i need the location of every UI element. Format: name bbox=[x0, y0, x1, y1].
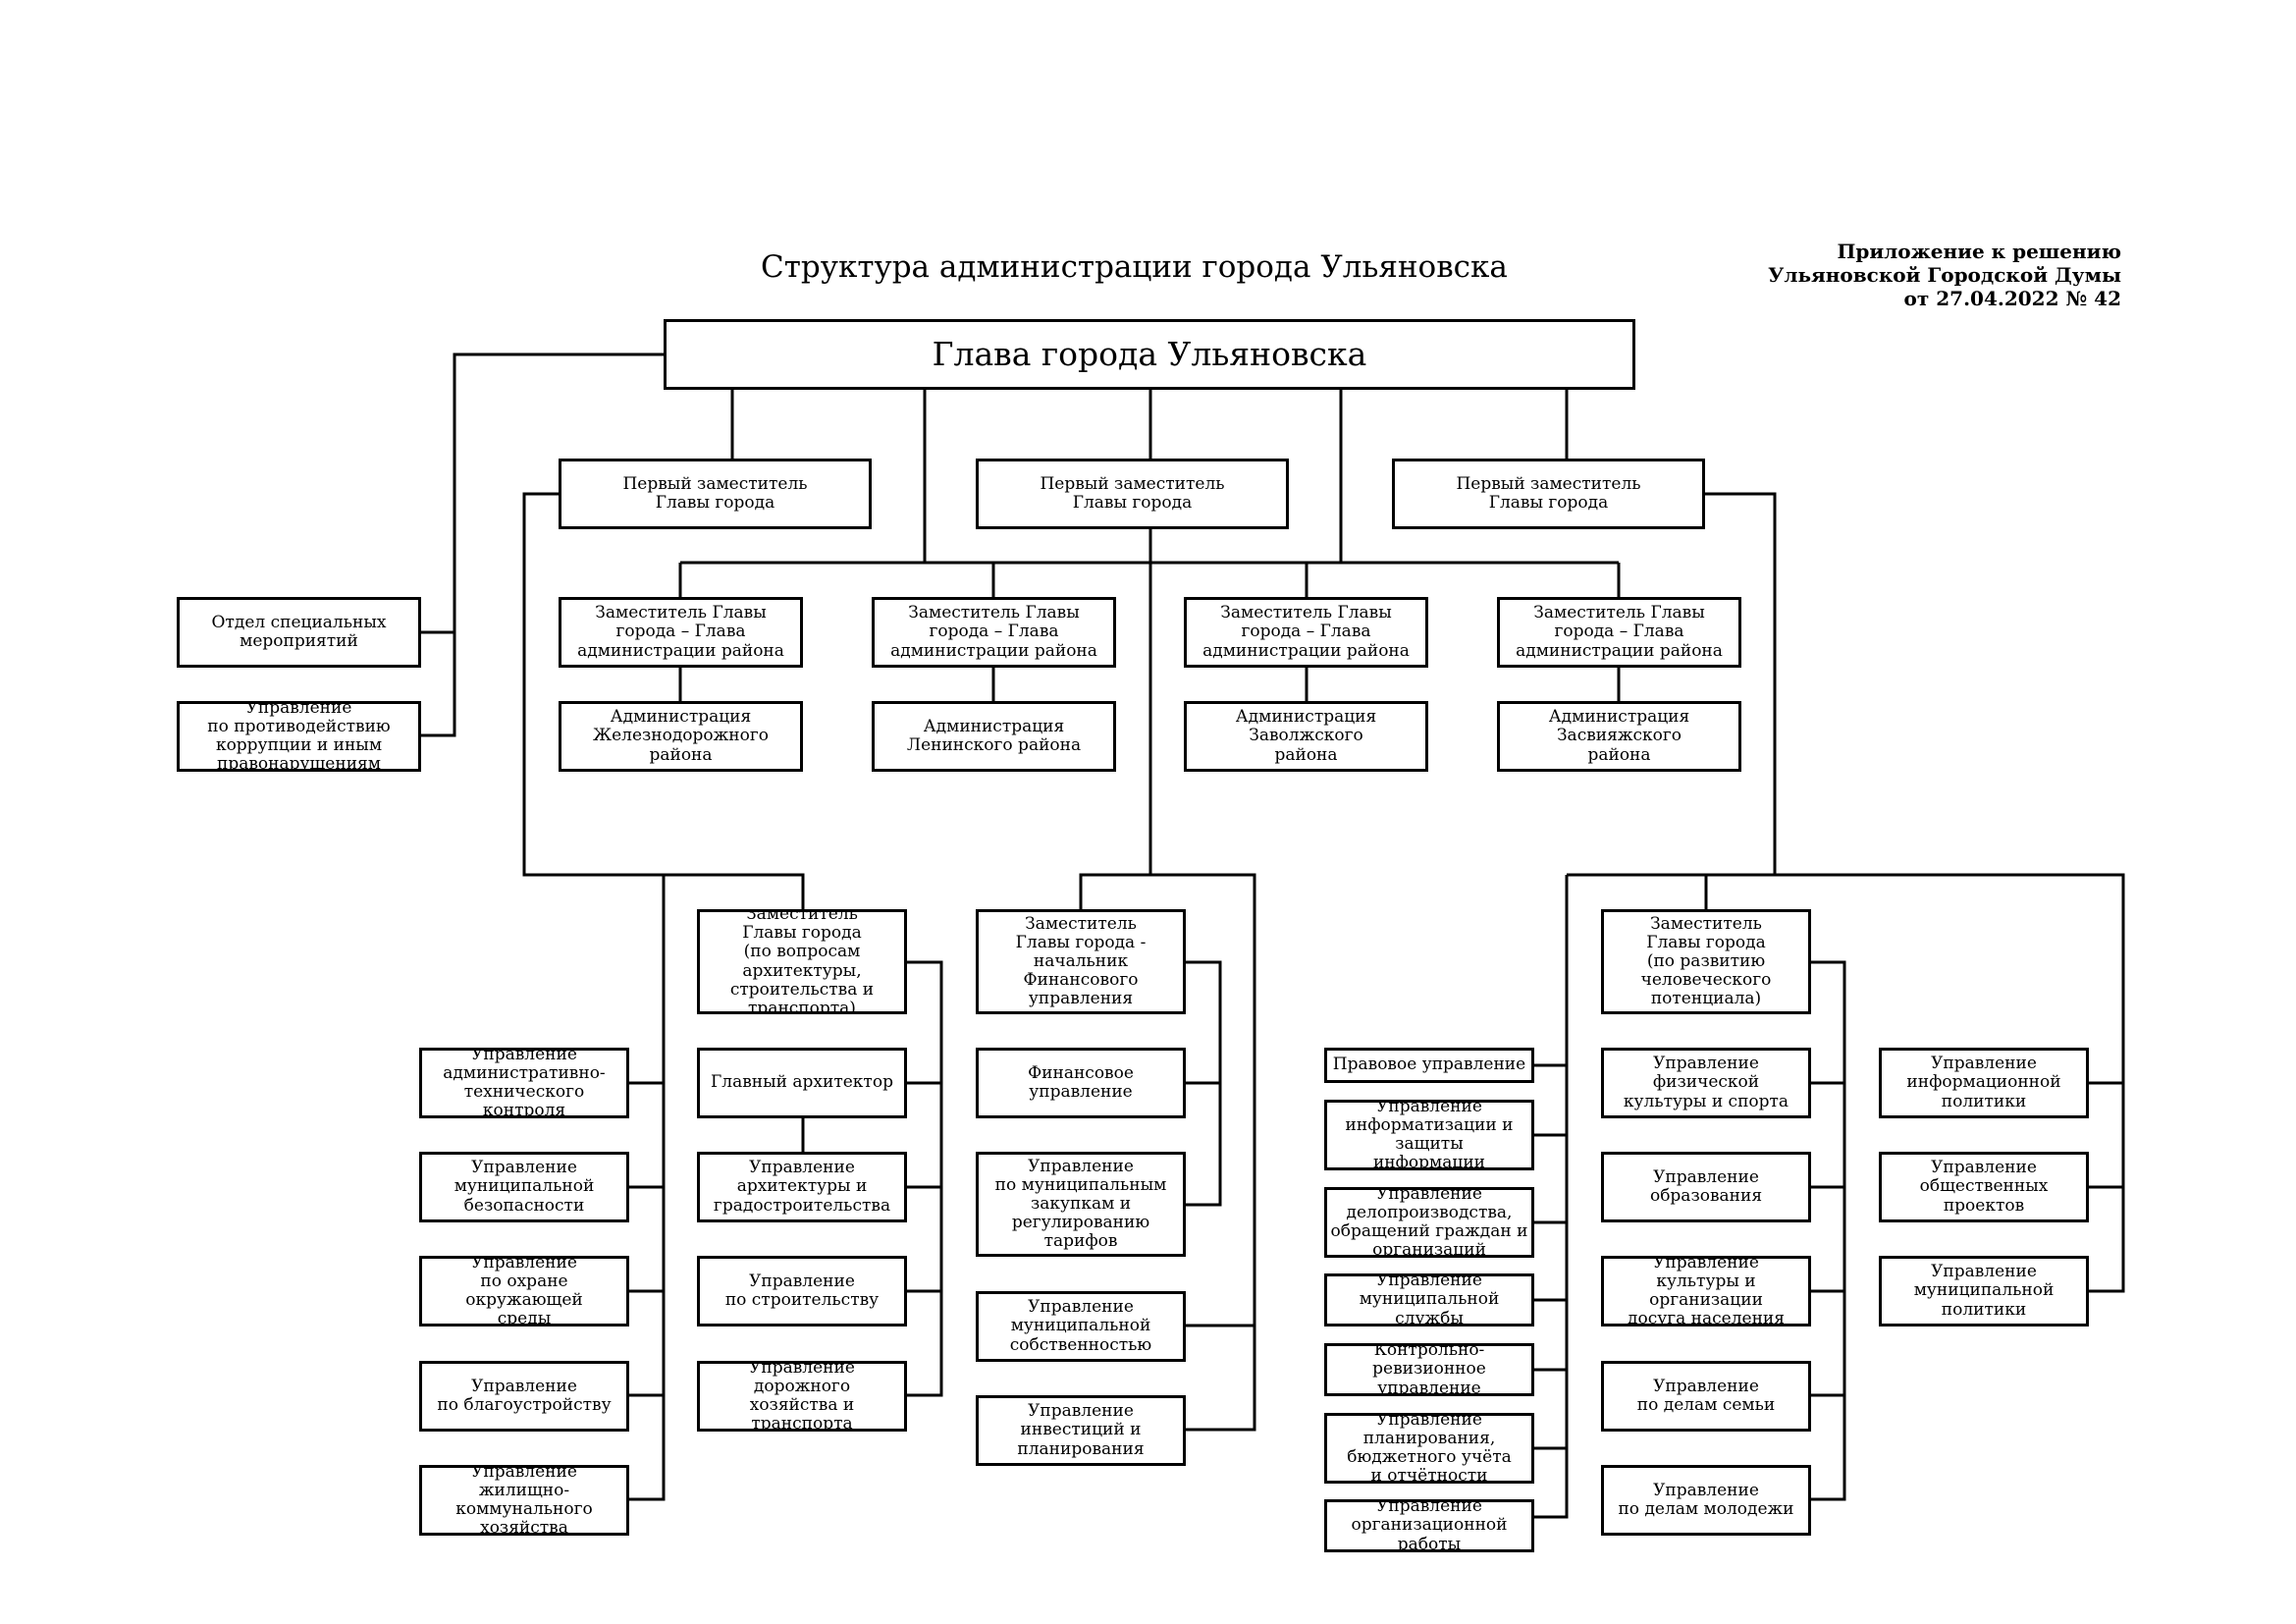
dept-landscaping-box: Управление по благоустройству bbox=[419, 1361, 629, 1432]
dept-municipal-security-box: Управление муниципальной безопасности bbox=[419, 1152, 629, 1222]
deputy-human-box: Заместитель Главы города (по развитию че… bbox=[1601, 909, 1811, 1014]
head-of-city-box: Глава города Ульяновска bbox=[664, 319, 1635, 390]
page-title: Структура администрации города Ульяновск… bbox=[761, 249, 1508, 285]
dept-legal-box: Правовое управление bbox=[1324, 1048, 1534, 1083]
dept-culture-box: Управление культуры и организации досуга… bbox=[1601, 1256, 1811, 1326]
connector-line bbox=[1150, 873, 1256, 1432]
dept-admin-tech-box: Управление административно- технического… bbox=[419, 1048, 629, 1118]
district-zasviyazh-box: Администрация Засвияжского района bbox=[1497, 701, 1741, 772]
dept-public-projects-box: Управление общественных проектов bbox=[1879, 1152, 2089, 1222]
connector-line bbox=[1079, 529, 1152, 909]
appendix-line-1: Приложение к решению bbox=[1837, 240, 2121, 263]
connector-line bbox=[907, 960, 943, 1397]
deputy-district-1-box: Заместитель Главы города – Глава админис… bbox=[559, 597, 803, 668]
dept-architecture-box: Управление архитектуры и градостроительс… bbox=[697, 1152, 907, 1222]
appendix-note: Приложение к решению Ульяновской Городск… bbox=[1768, 240, 2121, 310]
dept-municipal-service-box: Управление муниципальной службы bbox=[1324, 1273, 1534, 1326]
dept-finance-box: Финансовое управление bbox=[976, 1048, 1186, 1118]
district-zavolzh-box: Администрация Заволжского района bbox=[1184, 701, 1428, 772]
dept-informatization-box: Управление информатизации и защиты инфор… bbox=[1324, 1100, 1534, 1170]
connector-line bbox=[522, 492, 805, 909]
dept-investment-box: Управление инвестиций и планирования bbox=[976, 1395, 1186, 1466]
deputy-district-2-box: Заместитель Главы города – Глава админис… bbox=[872, 597, 1116, 668]
first-deputy-left-box: Первый заместитель Главы города bbox=[559, 459, 872, 529]
connector-line bbox=[1534, 875, 1569, 1519]
connector-line bbox=[1567, 492, 1777, 877]
connector-line bbox=[1811, 960, 1846, 1501]
chief-architect-box: Главный архитектор bbox=[697, 1048, 907, 1118]
dept-procurement-box: Управление по муниципальным закупкам и р… bbox=[976, 1152, 1186, 1257]
anticorruption-dept-box: Управление по противодействию коррупции … bbox=[177, 701, 421, 772]
dept-environment-box: Управление по охране окружающей среды bbox=[419, 1256, 629, 1326]
district-railway-box: Администрация Железнодорожного района bbox=[559, 701, 803, 772]
deputy-district-4-box: Заместитель Главы города – Глава админис… bbox=[1497, 597, 1741, 668]
first-deputy-center-box: Первый заместитель Главы города bbox=[976, 459, 1289, 529]
deputy-architecture-box: Заместитель Главы города (по вопросам ар… bbox=[697, 909, 907, 1014]
dept-info-policy-box: Управление информационной политики bbox=[1879, 1048, 2089, 1118]
dept-construction-box: Управление по строительству bbox=[697, 1256, 907, 1326]
dept-property-box: Управление муниципальной собственностью bbox=[976, 1291, 1186, 1362]
dept-sport-box: Управление физической культуры и спорта bbox=[1601, 1048, 1811, 1118]
appendix-line-2: Ульяновской Городской Думы bbox=[1768, 263, 2121, 287]
dept-family-box: Управление по делам семьи bbox=[1601, 1361, 1811, 1432]
dept-municipal-policy-box: Управление муниципальной политики bbox=[1879, 1256, 2089, 1326]
dept-audit-box: Контрольно- ревизионное управление bbox=[1324, 1343, 1534, 1396]
district-lenin-box: Администрация Ленинского района bbox=[872, 701, 1116, 772]
dept-budget-box: Управление планирования, бюджетного учёт… bbox=[1324, 1413, 1534, 1484]
deputy-finance-box: Заместитель Главы города - начальник Фин… bbox=[976, 909, 1186, 1014]
dept-records-box: Управление делопроизводства, обращений г… bbox=[1324, 1187, 1534, 1258]
dept-housing-box: Управление жилищно- коммунального хозяйс… bbox=[419, 1465, 629, 1536]
dept-organizational-box: Управление организационной работы bbox=[1324, 1499, 1534, 1552]
deputy-district-3-box: Заместитель Главы города – Глава админис… bbox=[1184, 597, 1428, 668]
dept-youth-box: Управление по делам молодежи bbox=[1601, 1465, 1811, 1536]
first-deputy-right-box: Первый заместитель Главы города bbox=[1392, 459, 1705, 529]
appendix-line-3: от 27.04.2022 № 42 bbox=[1903, 287, 2121, 310]
dept-education-box: Управление образования bbox=[1601, 1152, 1811, 1222]
special-events-dept-box: Отдел специальных мероприятий bbox=[177, 597, 421, 668]
dept-roads-box: Управление дорожного хозяйства и транспо… bbox=[697, 1361, 907, 1432]
connector-line bbox=[421, 352, 664, 737]
